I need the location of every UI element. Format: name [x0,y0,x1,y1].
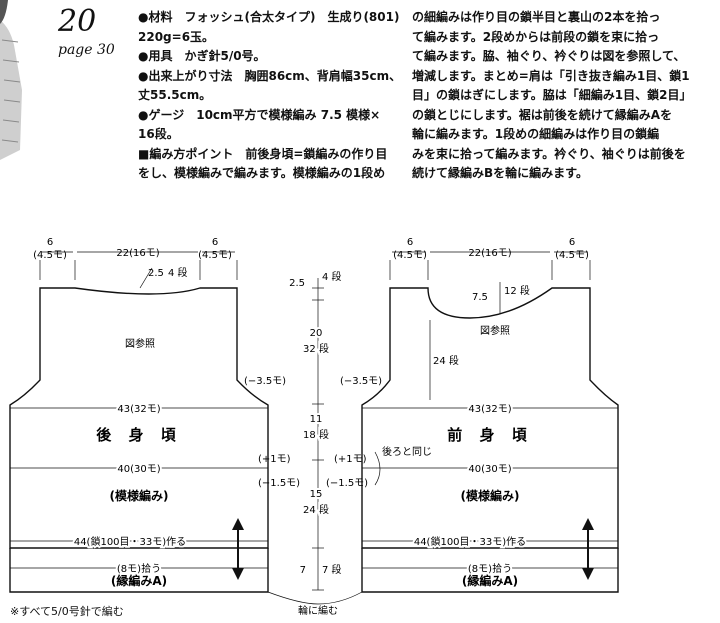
round-knit-note: 輪に編む [298,604,338,617]
instruction-line: みを束に拾って編みます。衿ぐり、袖ぐりは前後を [412,146,686,161]
back-pickup: (8モ)拾う [117,562,161,575]
scale-a-rows: 4 段 [322,270,342,283]
back-hem-cast-on: 44(鎖100目・33モ)作る [74,535,186,548]
instruction-line: 16段。 [138,127,179,141]
front-neck-width: 22(16モ) [468,248,511,259]
back-edging-outline [9,548,269,593]
back-waist-width: 40(30モ) [117,464,160,475]
front-neck-depth-rows: 12 段 [504,284,530,297]
instruction-line: ●ゲージ 10cm平方で模様編み 7.5 模様× [138,107,381,122]
instruction-line: ●用具 かぎ針5/0号。 [138,49,266,63]
scale-d-rows: 24 段 [303,503,329,516]
front-shoulder-right-cm: 6 [569,237,575,248]
pattern-number: 20 [58,4,97,39]
instruction-line: の鎖とじにします。裾は前後を続けて縁編みAを [412,107,673,122]
front-piece-outline [361,287,619,549]
front-increase: (+1モ) [334,454,367,465]
scale-d: 15 [310,489,323,500]
instruction-line: ■編み方ポイント 前後身頃=鎖編みの作り目 [138,146,388,161]
instruction-line: 輪に編みます。1段めの細編みは作り目の鎖編 [412,127,660,141]
instruction-line: 続けて縁編みBを輪に編みます。 [412,166,588,180]
back-neck-width: 22(16モ) [116,248,159,259]
back-piece-outline [9,287,269,549]
back-pattern-label: (模様編み) [110,488,169,503]
front-hem-cast-on: 44(鎖100目・33モ)作る [414,535,526,548]
instruction-line: ●材料 フォッシュ(合太タイプ) 生成り(801) [138,10,400,24]
back-shoulder-left-cm: 6 [47,237,53,248]
scale-b: 20 [310,328,323,339]
back-shoulder-right-st: (4.5モ) [198,250,232,261]
front-ref-note: 図参照 [480,324,510,337]
back-armhole-decrease: (−3.5モ) [244,376,286,387]
front-armhole-decrease: (−3.5モ) [340,376,382,387]
front-edging-outline [361,548,619,593]
scale-b-rows: 32 段 [303,342,329,355]
back-shoulder-left-st: (4.5モ) [33,250,67,261]
scale-c-rows: 18 段 [303,428,329,441]
front-shoulder-left-st: (4.5モ) [393,250,427,261]
instruction-line: 増減します。まとめ=肩は「引き抜き編み1目、鎖1 [412,68,690,83]
page-reference: page 30 [58,42,115,58]
front-same-as-back: 後ろと同じ [382,445,432,458]
front-title: 前 身 頃 [447,426,532,444]
scale-c: 11 [310,414,323,425]
model-photo [0,0,50,165]
back-title: 後 身 頃 [95,426,181,444]
instruction-line: 目」の鎖はぎにします。脇は「細編み1目、鎖2目」 [412,88,692,102]
front-edging-label: (縁編みA) [462,573,518,588]
scale-e: 7 [300,565,306,576]
front-chest-width: 43(32モ) [468,404,511,415]
instruction-line: 丈55.5cm。 [138,88,212,102]
instruction-line: の細編みは作り目の鎖半目と裏山の2本を拾っ [412,10,661,24]
scale-e-rows: 7 段 [322,563,342,576]
front-waist-width: 40(30モ) [468,464,511,475]
scale-a: 2.5 [289,278,305,289]
front-shoulder-right-st: (4.5モ) [555,250,589,261]
back-neck-depth: 2.5 [148,268,164,279]
instruction-line: をし、模様編みで編みます。模様編みの1段め [138,166,386,180]
instructions-column-1: ●材料 フォッシュ(合太タイプ) 生成り(801) 220g=6玉。 ●用具 か… [138,8,401,184]
instructions-column-2: の細編みは作り目の鎖半目と裏山の2本を拾っ て編みます。2段めからは前段の鎖を束… [412,8,692,184]
instruction-line: て編みます。2段めからは前段の鎖を束に拾っ [412,29,660,44]
instruction-line: ●出来上がり寸法 胸囲86cm、背肩幅35cm、 [138,68,402,83]
instruction-line: 220g=6玉。 [138,29,215,44]
front-decrease: (−1.5モ) [326,478,368,489]
back-decrease: (−1.5モ) [258,478,300,489]
back-neck-depth-rows: 4 段 [168,266,188,279]
front-neck-rows: 24 段 [433,354,459,367]
footnote: ※すべて5/0号針で編む [10,605,124,618]
front-neck-depth: 7.5 [472,292,488,303]
back-edging-label: (縁編みA) [111,573,167,588]
front-pattern-label: (模様編み) [461,488,520,503]
back-shoulder-right-cm: 6 [212,237,218,248]
back-increase: (+1モ) [258,454,291,465]
instruction-line: て編みます。脇、袖ぐり、衿ぐりは図を参照して、 [412,49,686,63]
back-chest-width: 43(32モ) [117,404,160,415]
back-ref-note: 図参照 [125,337,155,350]
front-pickup: (8モ)拾う [468,562,512,575]
front-shoulder-left-cm: 6 [407,237,413,248]
